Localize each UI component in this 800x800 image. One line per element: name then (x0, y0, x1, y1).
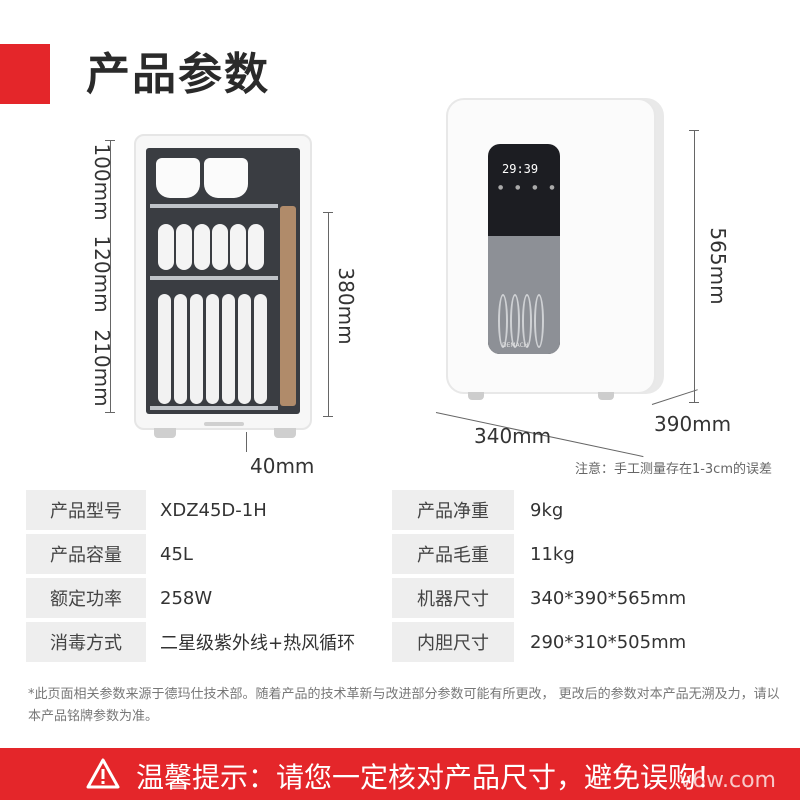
warning-icon (86, 758, 120, 789)
dimension-565mm: 565mm (706, 227, 730, 305)
spec-value: 11kg (530, 543, 575, 565)
cup-image (204, 158, 248, 198)
cabinet-foot (274, 428, 296, 438)
plate-image (222, 294, 235, 404)
spec-label: 机器尺寸 (392, 578, 514, 618)
cabinet-exterior-image: 29:39 ● ● ● ● DEMACH (446, 98, 656, 400)
dimension-line-left (110, 140, 111, 412)
spec-value: 45L (160, 543, 193, 565)
spec-label: 产品型号 (26, 490, 146, 530)
dimension-line-565 (694, 130, 695, 402)
dimension-tick (323, 416, 333, 417)
bottom-rack (150, 406, 278, 410)
cabinet-handle (204, 422, 244, 426)
spec-value: 二星级紫外线+热风循环 (160, 633, 356, 654)
bowl-image (248, 224, 264, 270)
plate-image (158, 294, 171, 404)
spec-label: 内胆尺寸 (392, 622, 514, 662)
dimension-40mm: 40mm (250, 454, 315, 478)
brand-label: DEMACH (502, 342, 529, 349)
spec-value: XDZ45D-1H (160, 499, 267, 521)
spec-label: 额定功率 (26, 578, 146, 618)
dimension-120mm: 120mm (90, 235, 114, 313)
header-accent-bar (0, 44, 50, 104)
table-row: 额定功率 258W 机器尺寸 340*390*565mm (26, 578, 776, 618)
dimension-100mm: 100mm (90, 143, 114, 221)
disclaimer-text: *此页面相关参数来源于德玛仕技术部。随着产品的技术革新与改进部分参数可能有所更改… (28, 687, 780, 724)
plate-image (238, 294, 251, 404)
dimension-210mm: 210mm (90, 329, 114, 407)
plate-image (254, 294, 267, 404)
dimension-340mm: 340mm (474, 424, 552, 448)
spec-label: 产品毛重 (392, 534, 514, 574)
table-row: 产品容量 45L 产品毛重 11kg (26, 534, 776, 574)
cabinet-foot (468, 392, 484, 400)
cutting-board-image (280, 206, 296, 406)
control-buttons: ● ● ● ● (498, 184, 560, 191)
cabinet-inner-chamber (146, 148, 300, 414)
plate-image (206, 294, 219, 404)
warning-banner (0, 748, 800, 800)
cup-image (156, 158, 200, 198)
spec-label: 产品容量 (26, 534, 146, 574)
spec-value: 9kg (530, 499, 564, 521)
plate-image (174, 294, 187, 404)
dimension-tick (105, 412, 115, 413)
dimension-tick (689, 402, 699, 403)
dish-image (534, 294, 544, 348)
watermark: v6w.com (679, 768, 776, 793)
bowl-image (158, 224, 174, 270)
dimension-tick (323, 212, 333, 213)
bowl-image (212, 224, 228, 270)
dimension-tick (689, 130, 699, 131)
warning-text: 温馨提示：请您一定核对产品尺寸，避免误购！ (136, 761, 725, 794)
table-row: 产品型号 XDZ45D-1H 产品净重 9kg (26, 490, 776, 530)
measurement-note: 注意：手工测量存在1-3cm的误差 (574, 462, 772, 477)
dish-image (498, 294, 508, 348)
spec-value: 290*310*505mm (530, 631, 687, 653)
bowl-image (194, 224, 210, 270)
cabinet-foot (154, 428, 176, 438)
cabinet-foot (598, 392, 614, 400)
dimension-tick (105, 140, 115, 141)
spec-label: 产品净重 (392, 490, 514, 530)
middle-rack (150, 276, 278, 280)
upper-rack (150, 204, 278, 208)
bowl-image (176, 224, 192, 270)
spec-table: 产品型号 XDZ45D-1H 产品净重 9kg 产品容量 45L 产品毛重 11… (26, 486, 776, 666)
display-time: 29:39 (502, 162, 539, 176)
dimension-390mm: 390mm (654, 412, 732, 436)
spec-value: 340*390*565mm (530, 587, 687, 609)
dish-image (510, 294, 520, 348)
dimension-380mm: 380mm (334, 267, 358, 345)
table-row: 消毒方式 二星级紫外线+热风循环 内胆尺寸 290*310*505mm (26, 622, 776, 662)
spec-label: 消毒方式 (26, 622, 146, 662)
cabinet-door-window: 29:39 ● ● ● ● DEMACH (488, 144, 560, 354)
dish-image (522, 294, 532, 348)
bowl-image (230, 224, 246, 270)
plate-image (190, 294, 203, 404)
dimension-line-380 (328, 212, 329, 416)
page-title: 产品参数 (86, 49, 270, 100)
dimension-line-40 (246, 432, 247, 452)
spec-value: 258W (160, 587, 213, 609)
cabinet-interior-image (134, 134, 312, 438)
